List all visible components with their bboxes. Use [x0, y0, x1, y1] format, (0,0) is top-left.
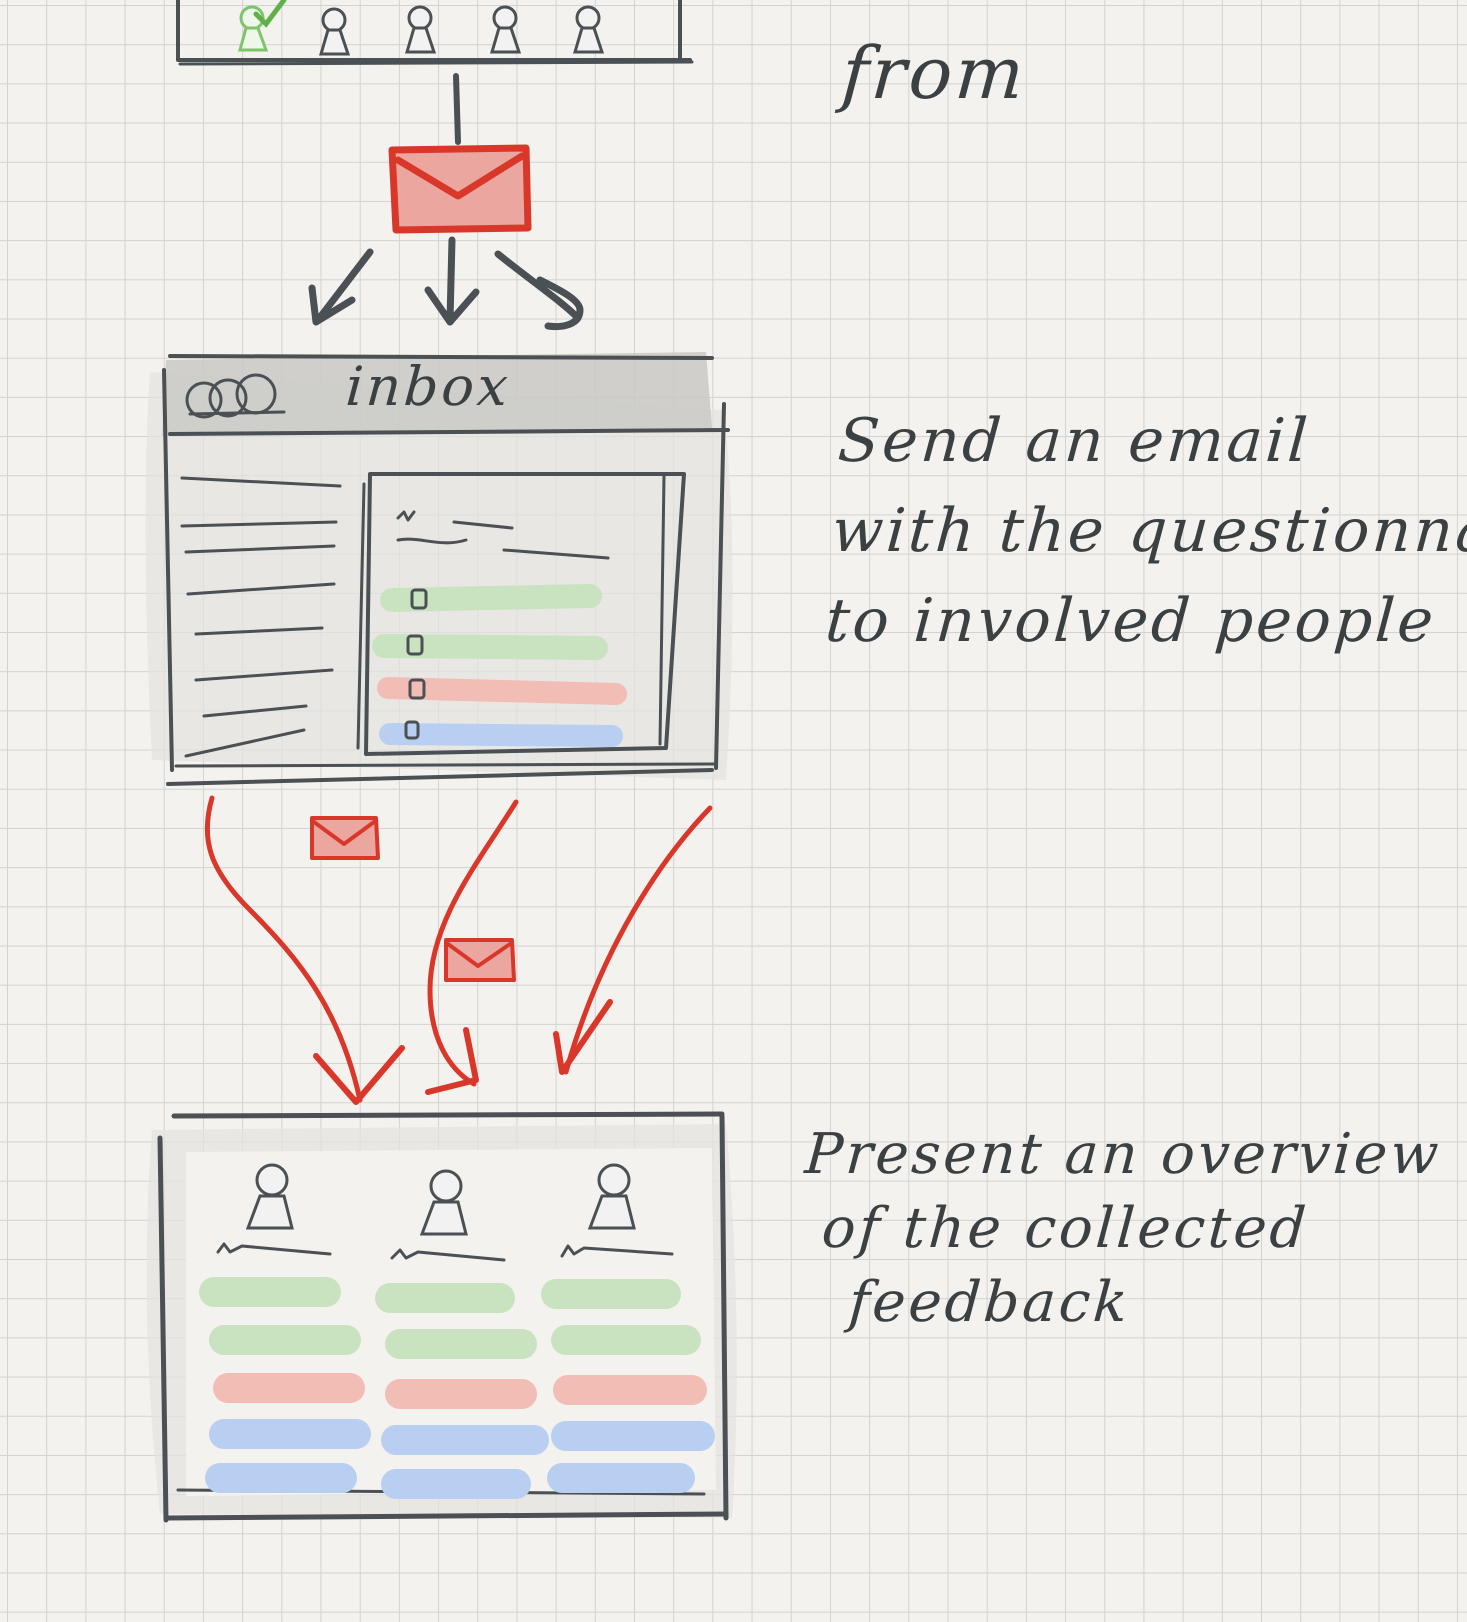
note-fragment: from: [839, 31, 1030, 115]
person-icon: [587, 1163, 636, 1230]
person-icon: [319, 7, 351, 56]
email-client-title: inbox: [343, 355, 513, 418]
person-icon: [573, 5, 605, 54]
envelope-icon: [444, 938, 516, 982]
note-overview: Present an overview of the collected fee…: [792, 1118, 1444, 1340]
checkbox-icon: [408, 678, 426, 700]
answer-bar-green: [380, 584, 602, 612]
app-logo-icon: [185, 373, 286, 419]
envelope-icon: [310, 816, 380, 860]
answer-bar-green: [372, 634, 608, 660]
checkbox-icon: [404, 720, 420, 740]
reply-arrows: [204, 795, 713, 1105]
person-icon: [490, 5, 522, 54]
feedback-overview-board: [146, 1111, 737, 1523]
selected-person-icon: [238, 0, 287, 52]
person-icon: [419, 1169, 468, 1236]
feedback-column: [541, 1163, 715, 1493]
note-line: of the collected: [819, 1196, 1311, 1261]
note-line: to involved people: [823, 586, 1439, 656]
person-icon: [405, 5, 437, 54]
note-line: Send an email: [835, 406, 1313, 476]
people-selection-box: [176, 0, 694, 66]
checkbox-icon: [410, 588, 428, 610]
person-icon: [245, 1163, 294, 1230]
note-line: feedback: [846, 1270, 1133, 1335]
note-line: Present an overview: [802, 1122, 1444, 1187]
distribution-arrows: [308, 236, 584, 331]
feedback-column: [375, 1169, 549, 1499]
answer-bar-red: [377, 677, 627, 705]
envelope-icon: [388, 144, 532, 234]
message-pane: [356, 472, 686, 756]
feedback-column: [199, 1163, 371, 1493]
answer-bar-blue: [379, 723, 623, 747]
checkbox-icon: [406, 634, 424, 656]
connector-line: [453, 73, 461, 145]
email-client-window: [145, 352, 733, 786]
note-line: with the questionnaire: [829, 496, 1467, 566]
mail-list: [180, 476, 342, 758]
note-send-email: Send an email with the questionnaire to …: [823, 396, 1467, 666]
